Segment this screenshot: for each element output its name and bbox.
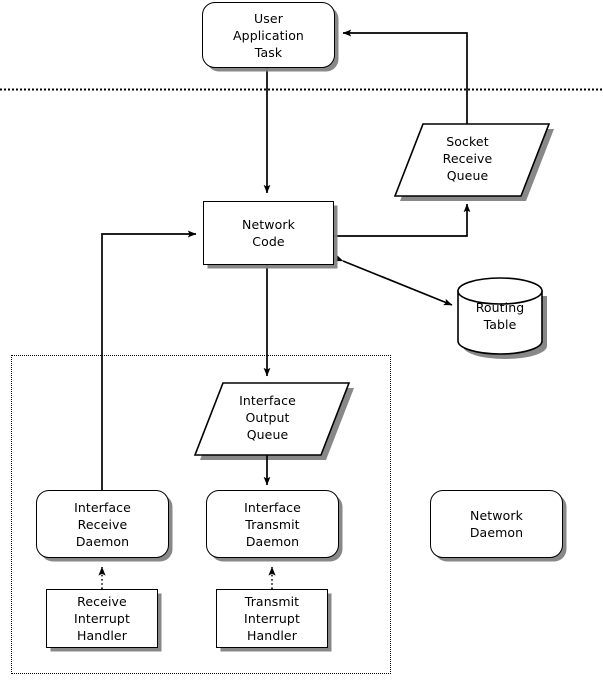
- node-interface-output-queue[interactable]: Interface Output Queue: [190, 379, 345, 455]
- node-label-line: Handler: [77, 628, 127, 643]
- interface-output-queue-shape: [193, 382, 351, 456]
- node-label-line: Interface: [244, 499, 301, 515]
- node-label-line: Receive: [77, 516, 128, 532]
- node-label-line: Task: [254, 44, 283, 60]
- routing-table-shape: [457, 277, 543, 355]
- driver-region-boundary: [11, 355, 391, 674]
- node-interface-transmit-daemon[interactable]: Interface Transmit Daemon: [206, 490, 339, 558]
- node-label-line: Network: [470, 508, 523, 523]
- node-socket-receive-queue[interactable]: Socket Receive Queue: [390, 120, 545, 196]
- node-label-line: Queue: [446, 167, 489, 183]
- node-label-line: Receive: [442, 150, 493, 166]
- node-label-line: Daemon: [75, 533, 130, 549]
- node-label-line: Routing: [475, 300, 525, 315]
- node-label-line: Interface: [74, 499, 131, 515]
- node-label-line: Interrupt: [244, 611, 300, 626]
- node-label-line: Handler: [247, 628, 297, 643]
- edge-network-code-routing-table: [334, 254, 453, 306]
- node-label-line: Queue: [246, 426, 289, 442]
- node-label-line: Transmit: [244, 594, 300, 609]
- node-label-line: User: [254, 10, 283, 26]
- node-label-line: Transmit: [245, 516, 300, 532]
- node-label-line: Code: [252, 234, 285, 249]
- node-interface-receive-daemon[interactable]: Interface Receive Daemon: [36, 490, 169, 558]
- node-routing-table[interactable]: Routing Table: [458, 286, 542, 346]
- node-network-daemon[interactable]: Network Daemon: [430, 490, 563, 558]
- node-label-line: Receive: [77, 594, 127, 609]
- node-label-line: Interface: [239, 392, 296, 408]
- edge-socket-queue-to-user-task: [342, 29, 468, 124]
- socket-receive-queue-shape: [393, 123, 551, 197]
- node-label-line: Daemon: [469, 525, 524, 540]
- node-label-line: Socket: [446, 133, 489, 149]
- node-label-line: Output: [245, 409, 290, 425]
- node-receive-interrupt-handler[interactable]: Receive Interrupt Handler: [46, 589, 158, 648]
- node-label-line: Application: [233, 27, 304, 43]
- node-label-line: Daemon: [245, 533, 300, 549]
- node-transmit-interrupt-handler[interactable]: Transmit Interrupt Handler: [216, 589, 328, 648]
- edge-receive-daemon-to-network-code: [101, 230, 197, 490]
- node-network-code[interactable]: Network Code: [203, 201, 334, 265]
- edge-network-code-to-socket-queue: [334, 203, 471, 237]
- node-label-line: Interrupt: [74, 611, 130, 626]
- node-label-line: Network: [242, 217, 295, 232]
- node-label-line: Table: [483, 317, 517, 332]
- node-user-application-task[interactable]: User Application Task: [202, 2, 335, 68]
